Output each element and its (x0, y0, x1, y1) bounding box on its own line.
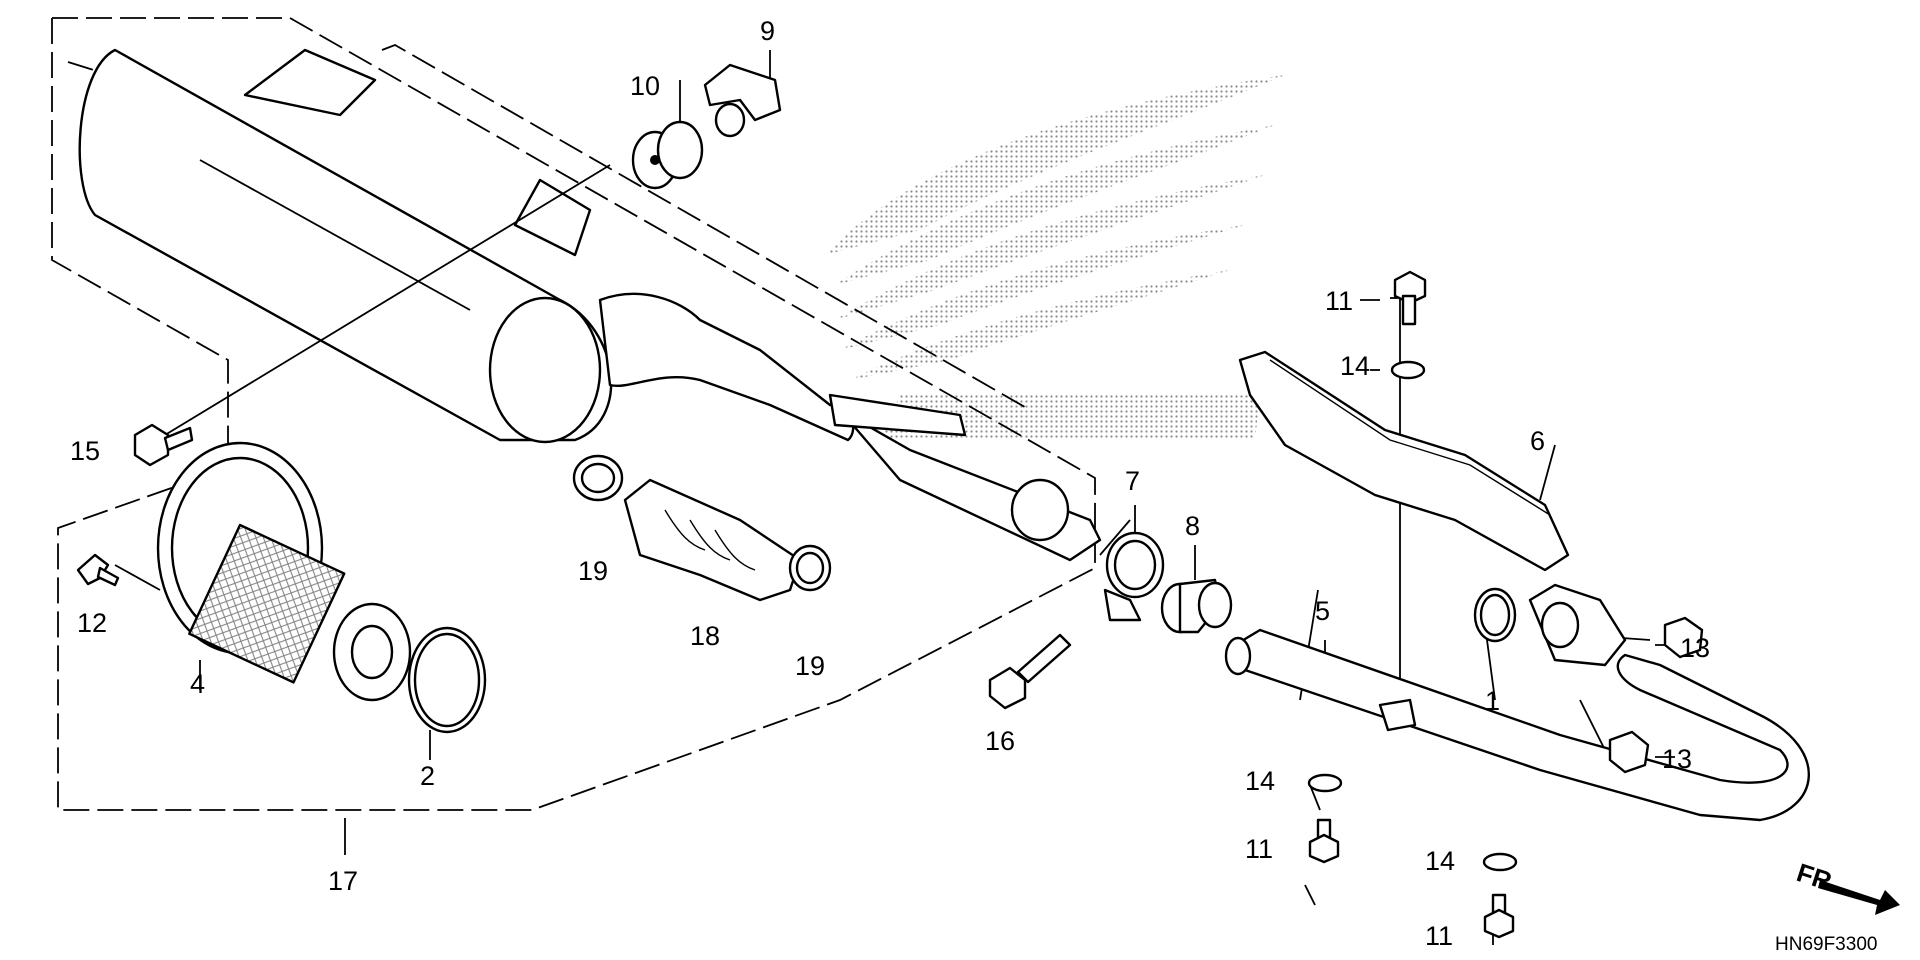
bolt-11b (1308, 818, 1340, 864)
gasket-ring (407, 626, 487, 734)
label-9: 9 (760, 16, 775, 46)
label-14-top: 14 (1340, 351, 1370, 381)
label-13-top: 13 (1680, 633, 1710, 663)
label-11-bottom: 11 (1425, 921, 1453, 951)
part-labels: 1 2 4 5 6 7 8 9 10 11 11 11 12 13 13 14 … (70, 16, 1710, 951)
label-19a: 19 (578, 556, 608, 586)
assembly-17-outline (51, 17, 1096, 811)
bolt-16 (988, 633, 1072, 710)
bolt-11a (1393, 270, 1427, 326)
label-18: 18 (690, 621, 720, 651)
label-10: 10 (630, 71, 660, 101)
label-19b: 19 (795, 651, 825, 681)
label-12: 12 (77, 608, 107, 638)
label-13-bottom: 13 (1662, 744, 1692, 774)
bracket-9 (703, 63, 782, 138)
exhaust-pipe-5 (1224, 628, 1810, 822)
bolt-15 (133, 423, 194, 467)
washer-14c (1482, 852, 1518, 872)
washer-14a (1390, 360, 1426, 380)
pipe-clamp-7 (1103, 531, 1165, 622)
muffler (78, 48, 1102, 562)
label-17: 17 (328, 866, 358, 896)
drawing-code: HN69F3300 (1775, 934, 1877, 955)
label-11-top: 11 (1325, 286, 1353, 316)
label-14-mid: 14 (1245, 766, 1275, 796)
label-4: 4 (190, 669, 205, 699)
honda-wing-watermark (825, 75, 1285, 440)
flange (1528, 583, 1627, 667)
gasket-1 (1473, 587, 1517, 643)
nut-13b (1608, 730, 1650, 774)
front-arrow (1818, 880, 1900, 915)
heat-guard-6 (1238, 350, 1570, 572)
front-indicator: FR. (1793, 857, 1842, 898)
washer-14b (1307, 773, 1343, 793)
label-2: 2 (420, 761, 435, 791)
heat-shield-18 (623, 478, 802, 602)
label-16: 16 (985, 726, 1015, 756)
bolt-12 (76, 553, 120, 587)
nut-13a (1663, 616, 1704, 659)
label-15: 15 (70, 436, 100, 466)
clamp-19a (572, 454, 624, 502)
label-7: 7 (1125, 466, 1140, 496)
label-6: 6 (1530, 426, 1545, 456)
rubber-mount (631, 120, 704, 190)
bolt-11c (1483, 893, 1515, 939)
label-11-mid: 11 (1245, 834, 1273, 864)
clamp-19b (788, 544, 832, 592)
gasket-8 (1160, 578, 1233, 634)
end-cap (156, 441, 412, 702)
label-1: 1 (1485, 686, 1500, 716)
label-8: 8 (1185, 511, 1200, 541)
label-5: 5 (1315, 596, 1330, 626)
label-14-bottom: 14 (1425, 846, 1455, 876)
